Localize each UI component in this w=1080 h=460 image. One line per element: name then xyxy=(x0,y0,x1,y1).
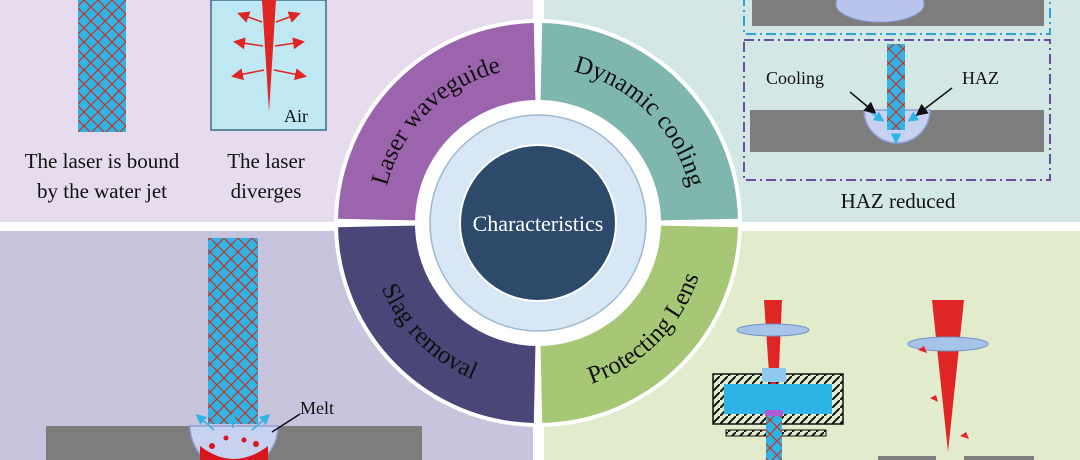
hub-center-label: Characteristics xyxy=(473,211,604,236)
melt-label: Melt xyxy=(300,398,334,418)
lens-illustration-left xyxy=(712,300,844,460)
cooling-upper-box xyxy=(743,0,1051,35)
haz-label: HAZ xyxy=(962,68,999,88)
slag-illustration xyxy=(46,238,422,460)
water-jet-illustration xyxy=(78,0,126,132)
air-divergence-illustration xyxy=(210,0,327,131)
hub-segment-dynamic-cooling xyxy=(540,23,738,221)
caption-laser-diverges: The laser diverges xyxy=(227,149,305,203)
hub-center-disc xyxy=(459,144,617,302)
hub-segment-laser-waveguide xyxy=(338,23,536,221)
hub-segment-protecting-lens xyxy=(540,225,738,423)
caption-laser-bound: The laser is bound by the water jet xyxy=(24,149,180,203)
air-label: Air xyxy=(284,106,308,126)
cooling-label: Cooling xyxy=(766,68,825,88)
cooling-lower-box xyxy=(743,39,1051,181)
lens-illustration-right xyxy=(878,300,1034,460)
hub-segment-slag-removal xyxy=(338,225,536,423)
caption-haz-reduced: HAZ reduced xyxy=(840,189,956,213)
